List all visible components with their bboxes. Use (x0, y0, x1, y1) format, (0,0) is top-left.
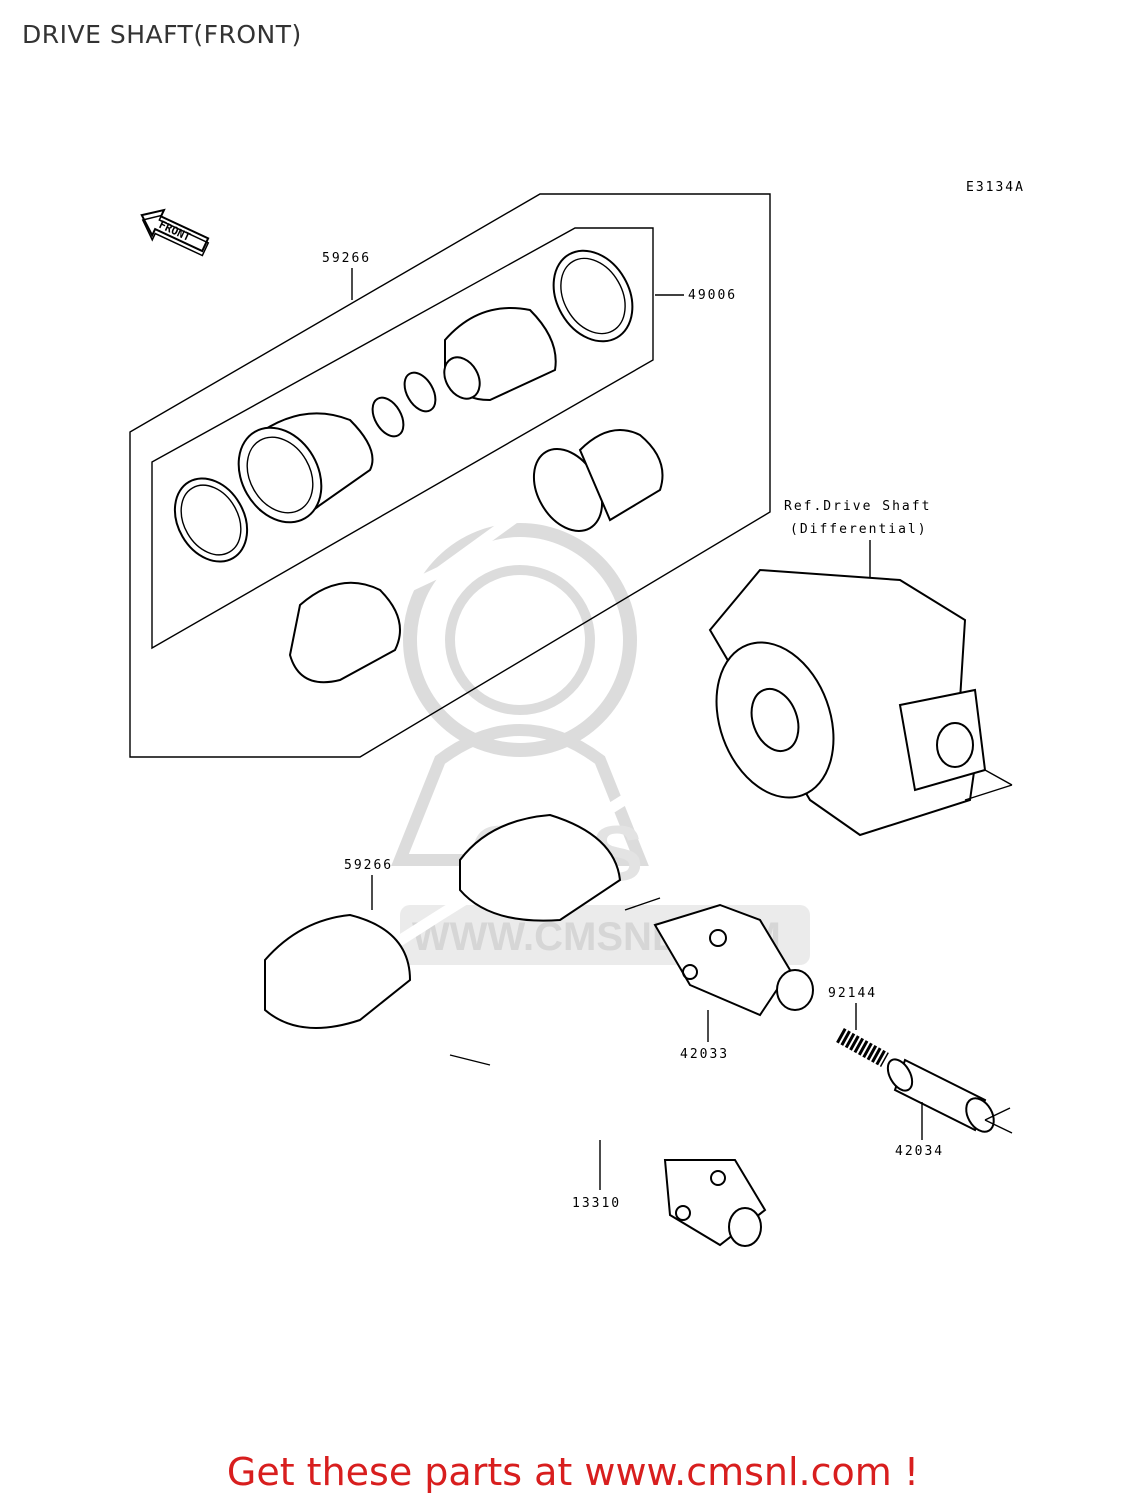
parts-diagram: CMS WWW.CMSNL.COM FRONT E3134A 59266 490… (129, 180, 1025, 1247)
propeller-shaft-13310 (449, 1054, 767, 1247)
assembly-outline-59266 (129, 193, 771, 758)
ref-note-line1: Ref.Drive Shaft (784, 499, 931, 514)
label-59266-upper: 59266 (322, 251, 371, 266)
label-92144: 92144 (828, 986, 877, 1001)
upper-boot-right (443, 307, 557, 402)
promo-link[interactable]: Get these parts at www.cmsnl.com ! (226, 1450, 920, 1494)
ref-note-line2: (Differential) (790, 522, 928, 537)
front-arrow-icon: FRONT (140, 208, 210, 257)
lower-axle-shaft (189, 754, 706, 1056)
diagram-code: E3134A (966, 180, 1025, 195)
upper-clamp-ring-right (552, 249, 634, 343)
yoke-42033 (624, 897, 814, 1017)
spring-92144 (836, 1028, 889, 1067)
label-13310: 13310 (572, 1196, 621, 1211)
upper-ring-small-2 (403, 371, 437, 413)
label-49006: 49006 (688, 288, 737, 303)
boot-kit-outline-49006 (151, 227, 654, 650)
sleeve-42034 (886, 1058, 1013, 1134)
upper-ring-small-1 (371, 396, 405, 438)
upper-clamp-ring-left (173, 477, 249, 563)
upper-boot-left (237, 412, 374, 524)
label-42033: 42033 (680, 1047, 729, 1062)
label-59266-lower: 59266 (344, 858, 393, 873)
differential-housing (708, 568, 1013, 837)
label-42034: 42034 (895, 1144, 944, 1159)
page-title: DRIVE SHAFT(FRONT) (22, 20, 302, 49)
upper-axle-shaft (209, 399, 718, 694)
